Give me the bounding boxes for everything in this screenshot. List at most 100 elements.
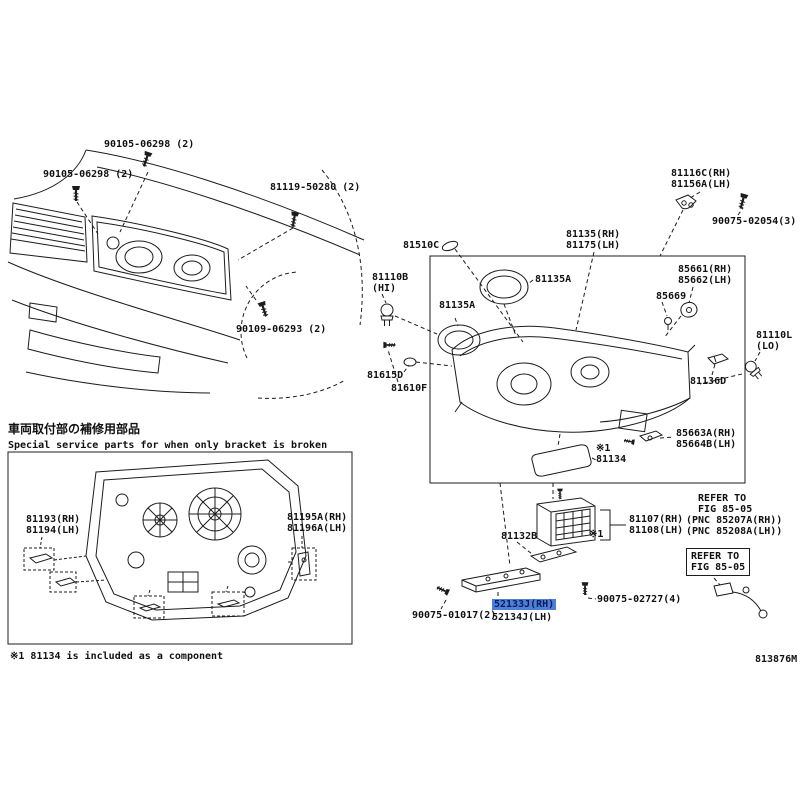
service-parts-title-en: Special service parts for when only brac…	[8, 440, 328, 451]
part-label-81136D: 81136D	[690, 376, 726, 387]
part-label-line: 81615D	[367, 370, 404, 381]
part-label-line: ※1	[596, 443, 611, 454]
part-label-line: REFER TO	[686, 493, 747, 504]
headlamp-lower-bracket-drawing	[461, 567, 541, 593]
part-label-line: 81110L	[756, 330, 793, 341]
upper-bracket-drawing	[675, 194, 697, 210]
replacement-bracket-drawing	[54, 577, 77, 587]
part-label-81110L: 81110L(LO)	[756, 330, 792, 352]
replacement-bracket-drawing	[216, 599, 241, 608]
lower-mount-bracket-drawing	[618, 409, 664, 446]
part-label-81107-81108: 81107(RH)81108(LH)	[629, 514, 683, 536]
part-label-line: FIG 85-05	[686, 504, 753, 515]
part-label-81132B: 81132B	[501, 531, 537, 542]
part-label-81135-81175: 81135(RH)81175(LH)	[566, 229, 620, 251]
part-label-90075-01017: 90075-01017(2)	[412, 610, 496, 621]
pin-drawing	[664, 317, 672, 325]
part-label-line: 81119-50280 (2)	[270, 182, 361, 193]
part-label-line: (LO)	[756, 341, 781, 352]
drawing-number: 813876M	[755, 654, 798, 665]
part-label-line: 81116C(RH)	[671, 168, 732, 179]
part-label-line: 90109-06293 (2)	[236, 324, 327, 335]
bolt-icon	[139, 149, 154, 169]
part-label-line: 85669	[656, 291, 687, 302]
part-label-line: 81108(LH)	[629, 525, 684, 536]
part-label-90105-06298-b: 90105-06298 (2)	[43, 169, 133, 180]
part-label-line: 90075-02727(4)	[597, 594, 682, 605]
part-label-line: 81132B	[501, 531, 538, 542]
part-label-90075-02054: 90075-02054(3)	[712, 216, 796, 227]
part-label-line: 81156A(LH)	[671, 179, 732, 190]
replacement-bracket-drawing	[28, 553, 54, 564]
service-parts-title-jp: 車両取付部の補修用部品	[8, 422, 141, 436]
part-label-line: 81136D	[690, 376, 727, 387]
part-label-90109-06293: 90109-06293 (2)	[236, 324, 326, 335]
part-label-line: 90105-06298 (2)	[104, 139, 195, 150]
ballast-drawing	[536, 487, 596, 547]
part-label-line: (PNC 85208A(LH))	[686, 526, 783, 537]
clip-drawing	[441, 240, 459, 252]
car-front-sketch-drawing	[7, 149, 365, 399]
part-label-line: 81135(RH)	[566, 229, 621, 240]
connector-drawing	[707, 353, 729, 365]
part-label-52134J: 52134J(LH)	[492, 612, 552, 623]
screw-icon	[382, 340, 397, 350]
screw-icon	[434, 583, 451, 597]
part-label-81116C-81156A: 81116C(RH)81156A(LH)	[671, 168, 731, 190]
replacement-bracket-drawing	[138, 603, 162, 612]
part-label-line: 81193(RH)	[26, 514, 81, 525]
exploded-view-frame	[429, 255, 746, 484]
part-label-line: 85661(RH)	[678, 264, 733, 275]
part-label-line: 81510C	[403, 240, 440, 251]
headlamp-exploded-view-drawing	[380, 191, 768, 619]
part-label-81615D: 81615D	[367, 370, 403, 381]
part-label-line: 81110B	[372, 272, 409, 283]
wire-harness-drawing	[713, 582, 768, 619]
bolt-icon	[70, 184, 82, 203]
part-label-line: 81194(LH)	[26, 525, 81, 536]
part-label-line: REFER TO	[691, 551, 740, 562]
part-label-line: 90105-06298 (2)	[43, 169, 134, 180]
part-label-90075-02727: 90075-02727(4)	[597, 594, 681, 605]
part-label-52133J[interactable]: 52133J(RH)	[492, 599, 557, 610]
part-label-85661-85662: 85661(RH)85662(LH)	[678, 264, 732, 286]
part-label-81195A-81196A: 81195A(RH)81196A(LH)	[287, 512, 347, 534]
hid-bulb-hi-icon	[380, 303, 394, 327]
part-label-81135A-upper: 81135A	[535, 274, 571, 285]
side-bracket-drawing	[680, 301, 698, 318]
part-label-81135A-lower: 81135A	[439, 300, 475, 311]
part-label-line: FIG 85-05	[691, 562, 746, 573]
part-label-81119-50280: 81119-50280 (2)	[270, 182, 360, 193]
grommet-drawing	[403, 357, 417, 367]
part-label-85669: 85669	[656, 291, 686, 302]
part-label-line: 85662(LH)	[678, 275, 733, 286]
part-label-81110B: 81110B(HI)	[372, 272, 408, 294]
part-label-line: 81135A	[439, 300, 476, 311]
small-bracket-drawing	[529, 546, 578, 563]
part-label-line: 81195A(RH)	[287, 512, 348, 523]
headlamp-on-car-drawing	[91, 215, 232, 301]
headlamp-housing-drawing	[451, 325, 696, 433]
part-label-81610F: 81610F	[391, 383, 427, 394]
bulb-lo-icon	[742, 358, 765, 382]
bolt-icon	[287, 210, 301, 229]
part-label-line: 85663A(RH)	[676, 428, 737, 439]
component-footnote: ※1 81134 is included as a component	[10, 651, 224, 662]
part-label-line: 85664B(LH)	[676, 439, 737, 450]
gasket-drawing	[531, 444, 592, 477]
part-label-line: 52134J(LH)	[492, 612, 553, 623]
part-label-90105-06298-a: 90105-06298 (2)	[104, 139, 194, 150]
part-label-line: 81107(RH)	[629, 514, 684, 525]
part-label-81510C: 81510C	[403, 240, 439, 251]
part-label-line: 52133J(RH)	[494, 599, 555, 610]
part-label-line: 81610F	[391, 383, 428, 394]
bolt-icon	[256, 299, 271, 319]
part-label-line: (PNC 85207A(RH))	[686, 515, 783, 526]
part-label-81193-81194: 81193(RH)81194(LH)	[26, 514, 80, 536]
part-label-line: (HI)	[372, 283, 397, 294]
retaining-ring-drawing	[437, 269, 529, 356]
